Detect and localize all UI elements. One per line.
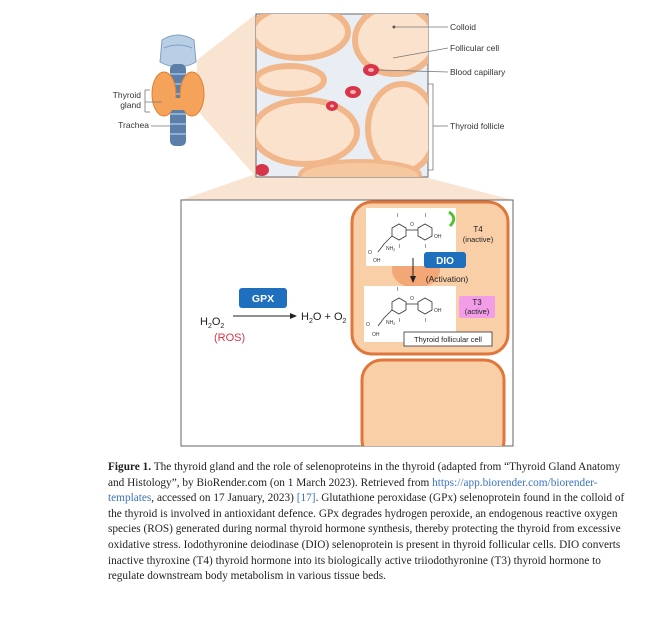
t4-state: (inactive) [463,235,494,244]
t4-green-arc [448,210,456,228]
dio-badge [424,252,466,268]
blood-capillary [363,64,379,76]
svg-text:I: I [399,318,400,324]
colloid-marker [392,25,396,29]
svg-text:O: O [410,296,414,302]
svg-text:I: I [399,244,400,250]
thyroid-follicle-bracket [428,83,434,171]
svg-text:O: O [410,222,414,228]
follicular-cell-leader [392,47,449,59]
thyroid-follicle-label: Thyroid follicle [450,121,505,131]
blood-capillary-leader [378,69,449,73]
ros-label: (ROS) [214,332,245,344]
t4-label: T4 [473,225,483,234]
follicle [298,159,422,177]
follicular-cell-label: Follicular cell [450,43,499,53]
follicle [352,14,428,77]
svg-text:OH: OH [434,234,442,240]
figure-label: Figure 1. [108,461,152,473]
colloid-label: Colloid [450,22,476,32]
thyroid-anatomy [151,34,205,146]
svg-text:I: I [425,213,426,219]
thyroid-follicular-cell-box [403,331,493,347]
gpx-badge [239,288,287,308]
activation-label: (Activation) [426,274,469,284]
blood-capillary-label: Blood capillary [450,67,506,77]
thyroid-gland-label-line1: Thyroid [113,90,142,100]
reactant-h2o2: H2O2 [200,316,224,330]
thyroid-gland [151,71,205,117]
svg-text:I: I [425,244,426,250]
product-h2o-o2: H2O + O2 [301,311,347,325]
svg-text:OH: OH [373,258,381,264]
thyroid-gland-label-line2: gland [120,100,141,110]
svg-text:I: I [397,213,398,219]
zoom-cone-top [197,14,256,177]
svg-text:NH2: NH2 [386,320,395,326]
svg-text:O: O [366,322,370,328]
figure-illustration: Thyroid gland Trachea [113,13,514,447]
blood-capillary [326,101,338,111]
lower-cell-shape [360,358,506,446]
histology-panel [255,13,429,178]
figure-caption: Figure 1. The thyroid gland and the role… [108,460,628,585]
caption-text-part3: . Glutathione peroxidase (GPx) selenopro… [108,492,625,583]
svg-text:OH: OH [372,332,380,338]
t3-label: T3 [472,298,482,307]
follicle [365,81,428,175]
t3-badge [459,296,495,318]
svg-text:O: O [368,250,372,256]
follicle [256,97,360,167]
svg-text:NH2: NH2 [386,246,395,252]
blood-capillary [256,164,269,176]
thyroid-follicular-cell-label: Thyroid follicular cell [414,335,482,344]
svg-text:I: I [397,287,398,293]
biorender-link[interactable]: https://app.biorender.com/biorender-temp… [108,476,598,505]
caption-text-part2: , accessed on 17 January, 2023) [151,492,297,505]
t3-state: (active) [465,307,490,316]
svg-text:I: I [425,318,426,324]
follicle [256,14,351,61]
svg-text:OH: OH [434,308,442,314]
mechanism-panel: GPX H2O2 H2O + O2 (ROS) O I I I I OH NH2… [180,199,514,447]
blood-capillary [345,86,361,98]
caption-text-part1: The thyroid gland and the role of seleno… [108,461,621,489]
reference-17-link[interactable]: [17] [296,492,316,505]
trachea-label: Trachea [118,120,149,130]
dio-label: DIO [436,256,454,267]
follicle [256,63,327,97]
gpx-label: GPX [252,293,274,305]
